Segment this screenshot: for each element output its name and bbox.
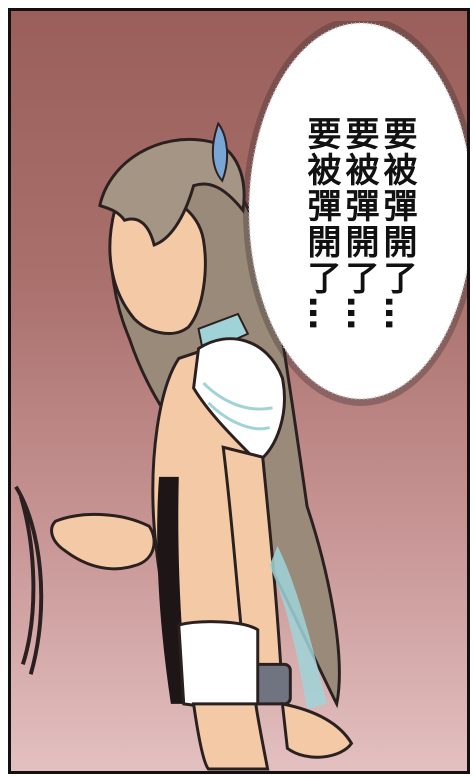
- shorts: [177, 620, 260, 709]
- comic-panel: 要被彈開了… 要被彈開了… 要被彈開了…: [8, 8, 470, 774]
- hair-front: [98, 137, 246, 247]
- reaching-hand: [50, 513, 156, 571]
- bubble-text: 要被彈開了… 要被彈開了… 要被彈開了…: [243, 21, 467, 406]
- bubble-line-3: 要被彈開了…: [301, 116, 341, 332]
- bubble-line-2: 要被彈開了…: [339, 116, 379, 332]
- character-illustration: [14, 121, 354, 771]
- hand: [280, 702, 354, 759]
- shoulder-cape: [192, 337, 286, 465]
- bow-icon: [14, 485, 44, 675]
- ribbon: [211, 121, 229, 183]
- bubble-line-1: 要被彈開了…: [377, 116, 417, 332]
- face: [108, 193, 207, 335]
- teal-cloth: [269, 545, 327, 709]
- speech-bubble: 要被彈開了… 要被彈開了… 要被彈開了…: [243, 21, 467, 406]
- bubble-shape: [243, 21, 467, 406]
